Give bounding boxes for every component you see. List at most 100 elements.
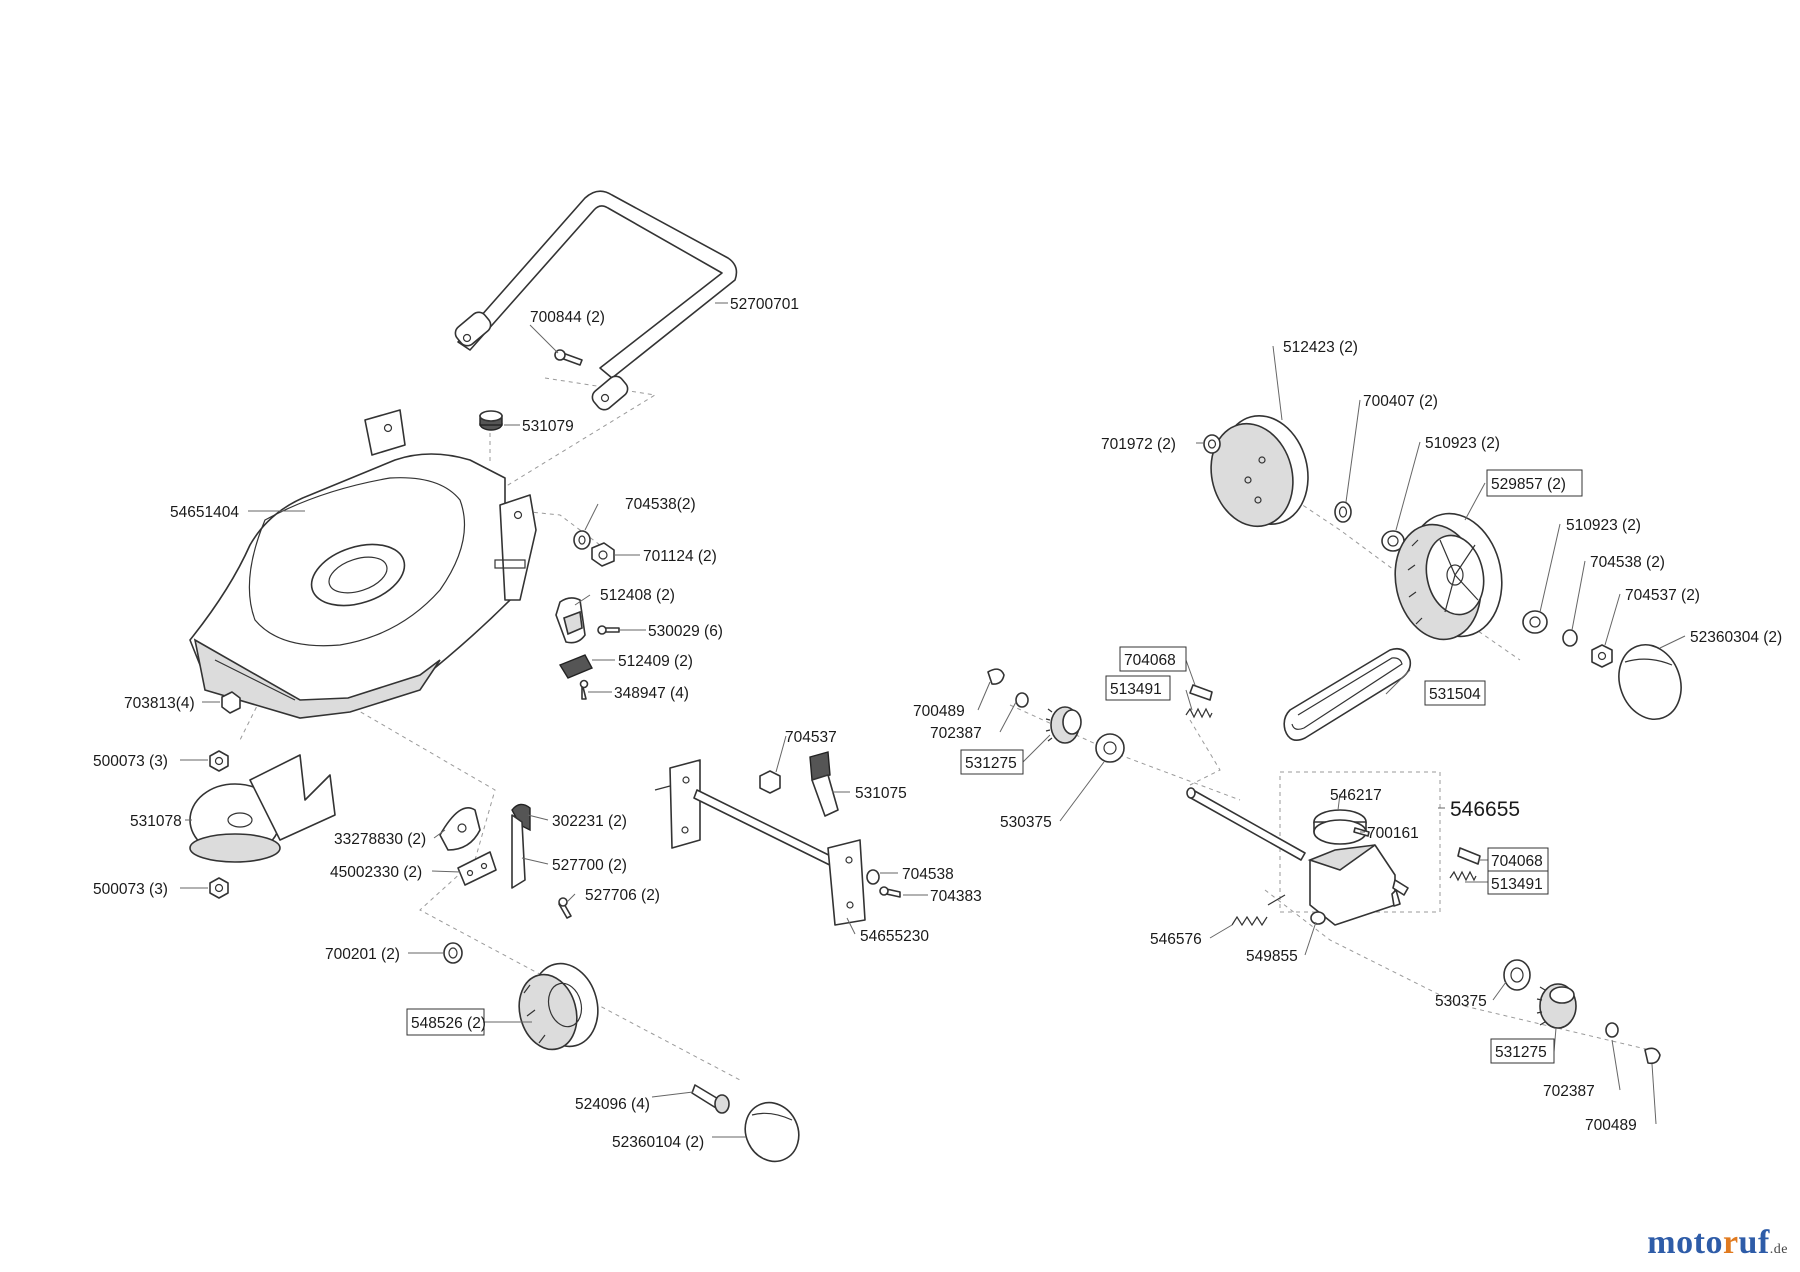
bushing-530375-left <box>1095 733 1125 763</box>
part-label-348947: 348947 (4) <box>614 685 689 702</box>
washer-701972 <box>1203 434 1221 454</box>
part-label-500073-bottom: 500073 (3) <box>93 881 168 898</box>
nut-704537-mid <box>759 770 781 794</box>
part-label-531504: 531504 <box>1429 686 1481 703</box>
cap-531079 <box>479 410 503 431</box>
nut-701124 <box>591 542 615 567</box>
part-label-527700: 527700 (2) <box>552 857 627 874</box>
nut-704537-right <box>1591 644 1613 668</box>
lever-531075 <box>809 751 839 817</box>
screw-530029 <box>597 625 620 635</box>
part-label-704538-right: 704538 (2) <box>1590 554 1665 571</box>
front-wheel-548526 <box>518 962 599 1051</box>
part-label-704537-right: 704537 (2) <box>1625 587 1700 604</box>
key-704068-upper <box>1189 684 1213 701</box>
spring-546576 <box>1231 894 1286 927</box>
plate-33278830 <box>439 807 481 851</box>
axle-bolt-524096 <box>691 1084 730 1114</box>
part-label-546655: 546655 <box>1450 798 1520 821</box>
part-label-701972: 701972 (2) <box>1101 436 1176 453</box>
mower-deck <box>189 409 537 719</box>
part-label-700844: 700844 (2) <box>530 309 605 326</box>
part-labels: 52700701 700844 (2) 531079 54651404 7045… <box>93 296 1782 1151</box>
part-label-704383: 704383 <box>930 888 982 905</box>
bolt-704383 <box>879 886 901 898</box>
washer-704538 <box>573 530 591 550</box>
brand-watermark: motoruf.de <box>1647 1224 1788 1262</box>
bushing-700201 <box>443 942 463 964</box>
part-label-700201: 700201 (2) <box>325 946 400 963</box>
plate-45002330 <box>457 851 497 886</box>
drive-shaft <box>1186 787 1306 861</box>
part-label-704068-upper: 704068 <box>1124 652 1176 669</box>
part-label-524096: 524096 (4) <box>575 1096 650 1113</box>
part-label-704538-2: 704538(2) <box>625 496 696 513</box>
part-549855 <box>1310 911 1326 925</box>
part-label-702387-left: 702387 <box>930 725 982 742</box>
hubcap-52360104 <box>744 1101 800 1163</box>
part-label-530375-right: 530375 <box>1435 993 1487 1010</box>
part-label-703813: 703813(4) <box>124 695 195 712</box>
bushing-530375-right <box>1503 959 1531 991</box>
part-label-54651404: 54651404 <box>170 504 239 521</box>
rear-wheel-529857 <box>1394 512 1503 641</box>
part-label-529857: 529857 (2) <box>1491 476 1566 493</box>
nut-500073-top <box>209 750 229 772</box>
blade-holder-531078 <box>189 754 336 863</box>
label-boxes <box>406 469 1583 1064</box>
part-label-510923-a: 510923 (2) <box>1425 435 1500 452</box>
part-label-530029: 530029 (6) <box>648 623 723 640</box>
part-label-52700701: 52700701 <box>730 296 799 313</box>
drive-belt-531504 <box>1283 647 1412 741</box>
part-label-52360104: 52360104 (2) <box>612 1134 704 1151</box>
part-label-702387-right: 702387 <box>1543 1083 1595 1100</box>
wheel-cover-512423 <box>1210 414 1309 528</box>
part-label-512408: 512408 (2) <box>600 587 675 604</box>
part-label-513491-upper: 513491 <box>1110 681 1162 698</box>
hubcap-52360304 <box>1618 644 1682 720</box>
part-label-45002330: 45002330 (2) <box>330 864 422 881</box>
part-label-701124: 701124 (2) <box>643 548 717 565</box>
bracket-512408 <box>555 597 586 644</box>
part-label-531275-right: 531275 <box>1495 1044 1547 1061</box>
washer-704538-right <box>1562 629 1578 647</box>
washer-704538-mid <box>866 869 880 885</box>
plate-512409 <box>558 654 593 679</box>
gear-531275-left <box>1045 706 1082 744</box>
leader-lines <box>180 302 1686 1138</box>
part-label-704537-mid: 704537 <box>785 729 837 746</box>
part-label-33278830: 33278830 (2) <box>334 831 426 848</box>
brand-text-a: moto <box>1647 1224 1723 1261</box>
part-label-512423: 512423 (2) <box>1283 339 1358 356</box>
part-label-700489-left: 700489 <box>913 703 965 720</box>
part-label-704068-lower: 704068 <box>1491 853 1543 870</box>
part-label-512409: 512409 (2) <box>618 653 693 670</box>
handle-bar <box>454 190 738 411</box>
bushing-510923-b <box>1522 610 1548 634</box>
part-label-530375-left: 530375 <box>1000 814 1052 831</box>
part-label-546217: 546217 <box>1330 787 1382 804</box>
key-704068-lower <box>1457 847 1481 865</box>
part-label-513491-lower: 513491 <box>1491 876 1543 893</box>
part-label-531079: 531079 <box>522 418 574 435</box>
nut-703813 <box>221 691 241 714</box>
screw-348947 <box>579 679 589 700</box>
part-label-531275-left: 531275 <box>965 755 1017 772</box>
brand-text-b: r <box>1722 1224 1739 1261</box>
part-label-549855: 549855 <box>1246 948 1298 965</box>
lever-302231 <box>511 803 531 889</box>
part-label-546576: 546576 <box>1150 931 1202 948</box>
clip-700489-left <box>987 668 1005 685</box>
washer-700407 <box>1334 501 1352 523</box>
part-label-531075: 531075 <box>855 785 907 802</box>
part-label-531078: 531078 <box>130 813 182 830</box>
clip-700489-right <box>1644 1047 1661 1065</box>
part-label-700161: 700161 <box>1367 825 1419 842</box>
part-label-700407: 700407 (2) <box>1363 393 1438 410</box>
part-label-500073-top: 500073 (3) <box>93 753 168 770</box>
brand-text-c: uf <box>1738 1224 1770 1261</box>
spring-513491-lower <box>1449 870 1477 882</box>
screw-527706 <box>558 897 572 919</box>
